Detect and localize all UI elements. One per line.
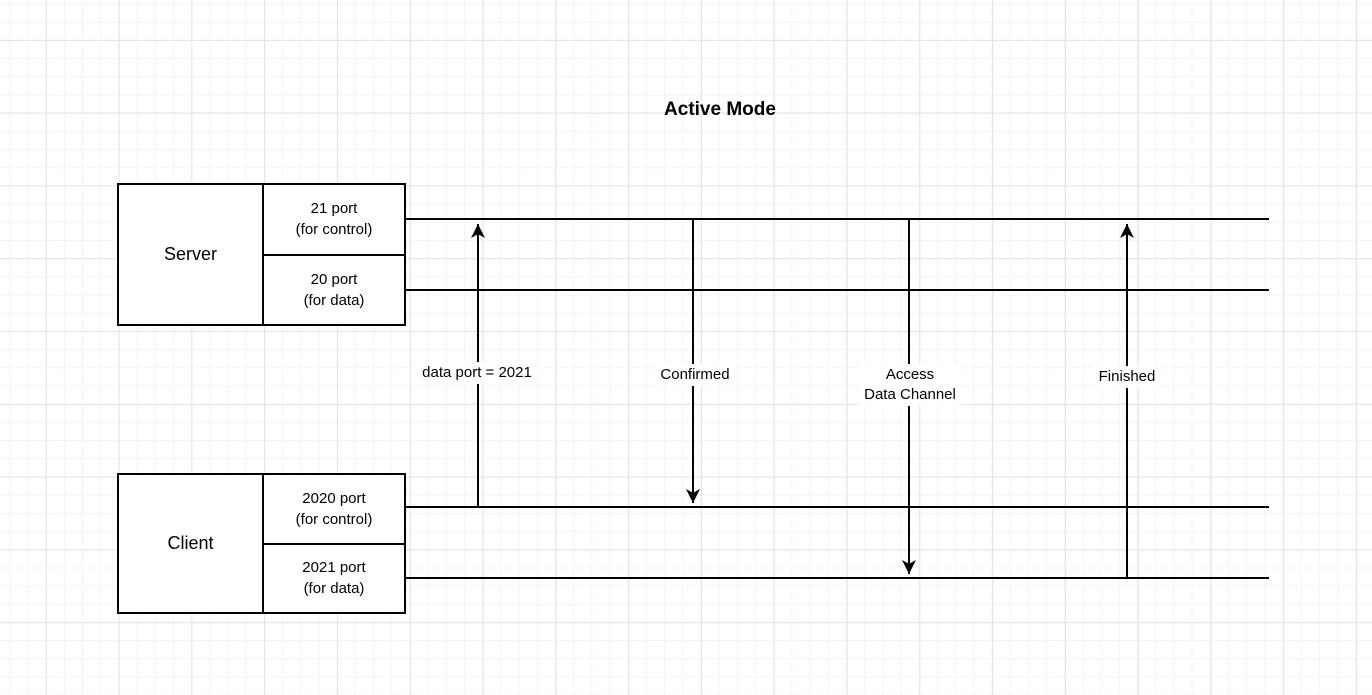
server-data-port-line2: (for data) <box>303 291 365 309</box>
client-node: Client 2020 port (for control) 2021 port… <box>117 473 406 614</box>
edge-label-access-data-channel-line2: Data Channel <box>864 386 956 403</box>
server-ports: 21 port (for control) 20 port (for data) <box>264 185 404 324</box>
edge-label-access-data-channel-line1: Access <box>885 366 935 383</box>
client-control-port-line1: 2020 port <box>302 489 366 507</box>
client-label-cell: Client <box>119 475 264 612</box>
client-ports: 2020 port (for control) 2021 port (for d… <box>264 475 404 612</box>
edge-label-access-data-channel: Access Data Channel <box>859 364 961 406</box>
server-control-port-line1: 21 port <box>310 200 358 218</box>
client-control-port-cell: 2020 port (for control) <box>264 475 404 545</box>
client-data-port-cell: 2021 port (for data) <box>264 545 404 613</box>
server-data-port-line1: 20 port <box>310 270 358 288</box>
edge-label-confirmed: Confirmed <box>655 364 735 386</box>
server-label: Server <box>163 244 217 264</box>
server-control-port-cell: 21 port (for control) <box>264 185 404 256</box>
server-data-port-cell: 20 port (for data) <box>264 256 404 325</box>
server-label-cell: Server <box>119 185 264 324</box>
client-control-port-line2: (for control) <box>295 510 373 528</box>
client-data-port-line2: (for data) <box>303 580 365 598</box>
server-control-port-line2: (for control) <box>295 221 373 239</box>
diagram-title: Active Mode <box>664 99 776 120</box>
client-label: Client <box>167 533 214 553</box>
edge-label-finished: Finished <box>1093 366 1161 388</box>
server-node: Server 21 port (for control) 20 port (fo… <box>117 183 406 326</box>
client-data-port-line1: 2021 port <box>302 559 366 577</box>
edge-label-data-port-announce: data port = 2021 <box>417 362 537 384</box>
